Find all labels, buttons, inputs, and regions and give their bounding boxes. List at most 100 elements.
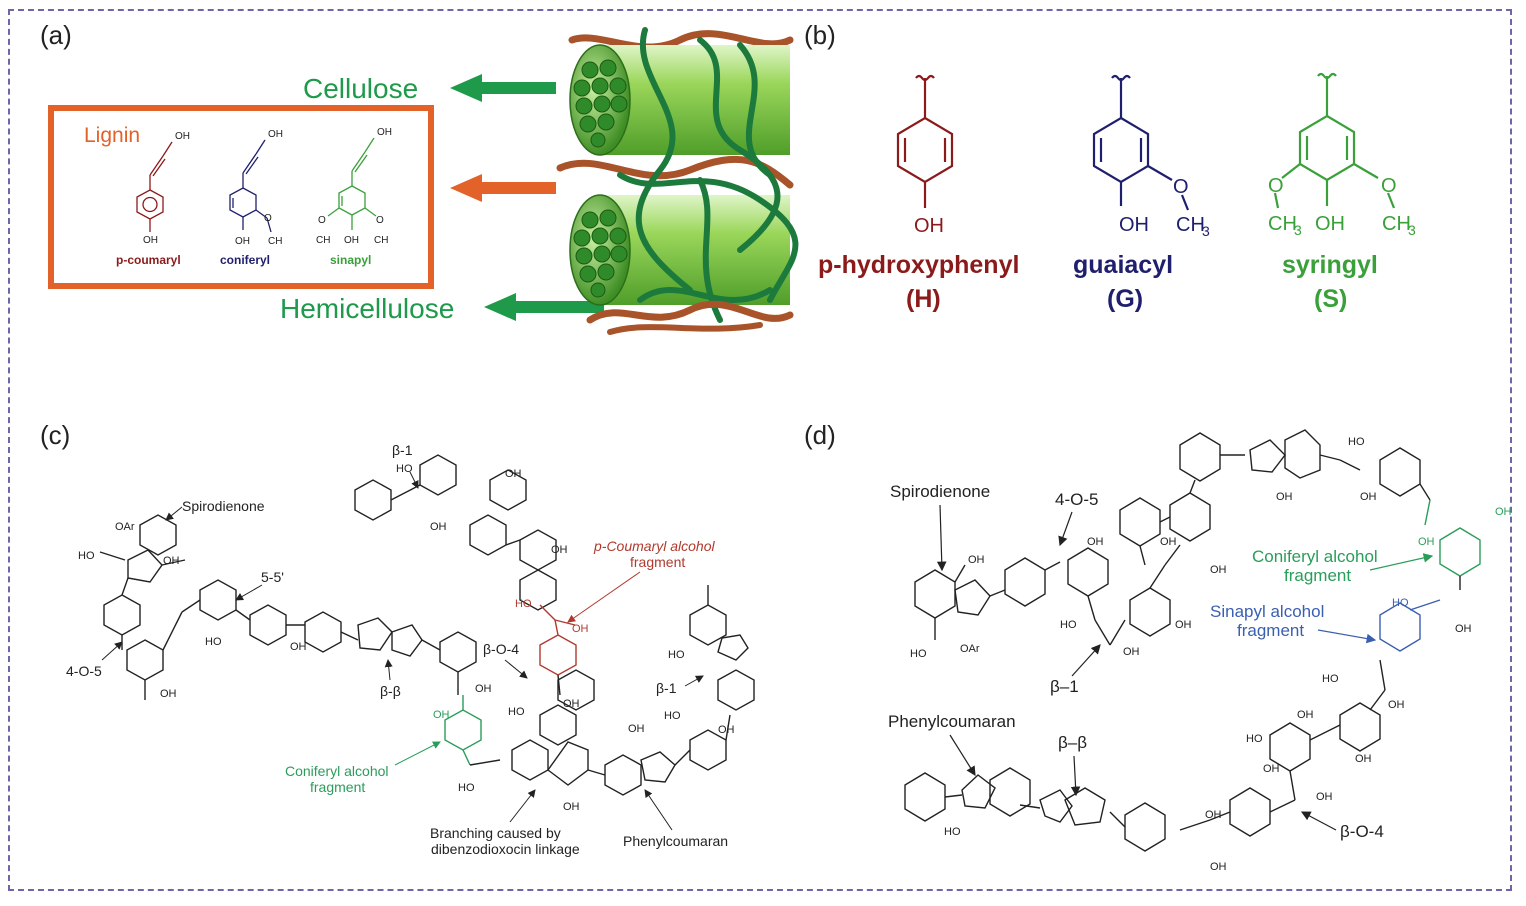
d-atom-oh-15: OH <box>1205 809 1222 821</box>
figure-frame <box>8 9 1512 891</box>
unit-s-sub3-left: 3 <box>1294 222 1302 238</box>
d-label-coniferyl-2: fragment <box>1284 566 1351 585</box>
d-label-4-o-5: 4-O-5 <box>1055 490 1098 509</box>
c-label-coumaryl-1: p-Coumaryl alcohol <box>593 538 715 554</box>
coniferyl-oh-bottom: OH <box>235 236 250 247</box>
c-atom-oh-3: OH <box>290 641 307 653</box>
panel-d-label: (d) <box>804 420 836 450</box>
unit-g-ch: CH <box>1176 214 1205 236</box>
d-atom-oh-6: OH <box>1210 564 1227 576</box>
unit-s-abbr: (S) <box>1314 285 1347 313</box>
d-atom-oh-12: OH <box>1355 753 1372 765</box>
unit-s-o-right: O <box>1381 175 1397 197</box>
monomer-p-coumaryl <box>136 141 173 232</box>
sinapyl-oh-top: OH <box>377 127 392 138</box>
unit-h-structure <box>896 74 954 208</box>
c-atom-oh-2: OH <box>160 688 177 700</box>
unit-s-sub3-right: 3 <box>1408 222 1416 238</box>
c-label-5-5: 5-5' <box>261 569 284 585</box>
c-label-b1-top: β-1 <box>392 442 413 458</box>
monomer-sinapyl <box>327 137 377 230</box>
unit-s-ch-right: CH <box>1382 213 1411 235</box>
d-atom-oh-green-2: OH <box>1418 536 1435 548</box>
panel-c-label: (c) <box>40 420 70 450</box>
unit-h-name: p-hydroxyphenyl <box>818 251 1019 279</box>
sinapyl-oh-bottom: OH <box>344 235 359 246</box>
d-label-sinapyl-2: fragment <box>1237 621 1304 640</box>
hemicellulose-label: Hemicellulose <box>280 293 454 324</box>
lignin-box <box>48 105 434 289</box>
panel-a-label: (a) <box>40 20 72 50</box>
c-atom-ho-3: HO <box>396 463 413 475</box>
c-atom-oh-1: OH <box>163 555 180 567</box>
unit-h-oh: OH <box>914 215 944 237</box>
unit-g-structure <box>1092 74 1190 211</box>
unit-s-structure <box>1273 72 1396 209</box>
panel-c: (c) <box>40 420 755 857</box>
c-atom-oh-5: OH <box>430 521 447 533</box>
c-label-b1-right: β-1 <box>656 680 677 696</box>
d-label-bo4: β-O-4 <box>1340 822 1384 841</box>
unit-s-o-left: O <box>1268 175 1284 197</box>
d-atom-oh-11: OH <box>1297 709 1314 721</box>
d-atom-ho-2: HO <box>1060 619 1077 631</box>
panel-d-lignin-skeleton <box>904 429 1481 852</box>
d-atom-oh-4: OH <box>1175 619 1192 631</box>
panel-b-label: (b) <box>804 20 836 50</box>
c-label-coniferyl-1: Coniferyl alcohol <box>285 763 389 779</box>
c-atom-oh-red: OH <box>572 623 589 635</box>
sinapyl-o-left: O <box>318 215 326 226</box>
c-atom-ho-5: HO <box>458 782 475 794</box>
c-atom-oh-4: OH <box>505 468 522 480</box>
coniferyl-name: coniferyl <box>220 253 270 267</box>
unit-g-abbr: (G) <box>1107 285 1143 313</box>
panel-b: (b) OH OH O CH 3 <box>804 20 1416 313</box>
d-atom-oh-3: OH <box>1123 646 1140 658</box>
d-label-sinapyl-1: Sinapyl alcohol <box>1210 602 1324 621</box>
c-atom-ho-1: HO <box>78 550 95 562</box>
d-label-spirodienone: Spirodienone <box>890 482 990 501</box>
cellulose-arrow <box>450 74 556 102</box>
d-atom-oh-2: OH <box>1087 536 1104 548</box>
c-atom-oh-10: OH <box>563 801 580 813</box>
hemicellulose-arrow <box>484 293 604 321</box>
sinapyl-ch3-right: CH <box>374 235 388 246</box>
c-label-branch-2: dibenzodioxocin linkage <box>431 841 580 857</box>
d-atom-oh-14: OH <box>1316 791 1333 803</box>
sinapyl-o-right: O <box>376 215 384 226</box>
unit-g-name: guaiacyl <box>1073 251 1173 279</box>
d-atom-oh-5: OH <box>1160 536 1177 548</box>
coumaryl-name: p-coumaryl <box>116 253 181 267</box>
unit-g-o: O <box>1173 176 1189 198</box>
c-label-coniferyl-2: fragment <box>310 779 365 795</box>
d-label-phenylcoumaran: Phenylcoumaran <box>888 712 1016 731</box>
d-atom-oh-1: OH <box>968 554 985 566</box>
c-atom-oar: OAr <box>115 521 135 533</box>
c-atom-oh-9: OH <box>628 723 645 735</box>
lignin-arrow <box>450 174 556 202</box>
coniferyl-o: O <box>264 213 272 224</box>
c-atom-oh-11: OH <box>718 724 735 736</box>
d-label-bb: β–β <box>1058 733 1087 752</box>
c-atom-oh-6: OH <box>551 544 568 556</box>
unit-g-sub3: 3 <box>1202 223 1210 239</box>
c-label-phenylcoumaran: Phenylcoumaran <box>623 833 728 849</box>
sinapyl-name: sinapyl <box>330 253 371 267</box>
panel-d: (d) <box>804 420 1512 873</box>
unit-h-abbr: (H) <box>906 285 941 313</box>
d-atom-oh-8: OH <box>1360 491 1377 503</box>
d-atom-oh-7: OH <box>1276 491 1293 503</box>
d-atom-oh-green-1: OH <box>1495 506 1512 518</box>
cellulose-label: Cellulose <box>303 73 418 104</box>
d-atom-oh-13: OH <box>1263 763 1280 775</box>
sinapyl-ch3-left: CH <box>316 235 330 246</box>
d-atom-oar: OAr <box>960 643 980 655</box>
d-label-b1: β–1 <box>1050 677 1079 696</box>
d-atom-oh-10: OH <box>1388 699 1405 711</box>
coumaryl-oh-bottom: OH <box>143 235 158 246</box>
c-atom-ho-2: HO <box>205 636 222 648</box>
d-atom-ho-blue: HO <box>1392 597 1409 609</box>
d-atom-oh-16: OH <box>1210 861 1227 873</box>
c-atom-ho-red: HO <box>515 598 532 610</box>
